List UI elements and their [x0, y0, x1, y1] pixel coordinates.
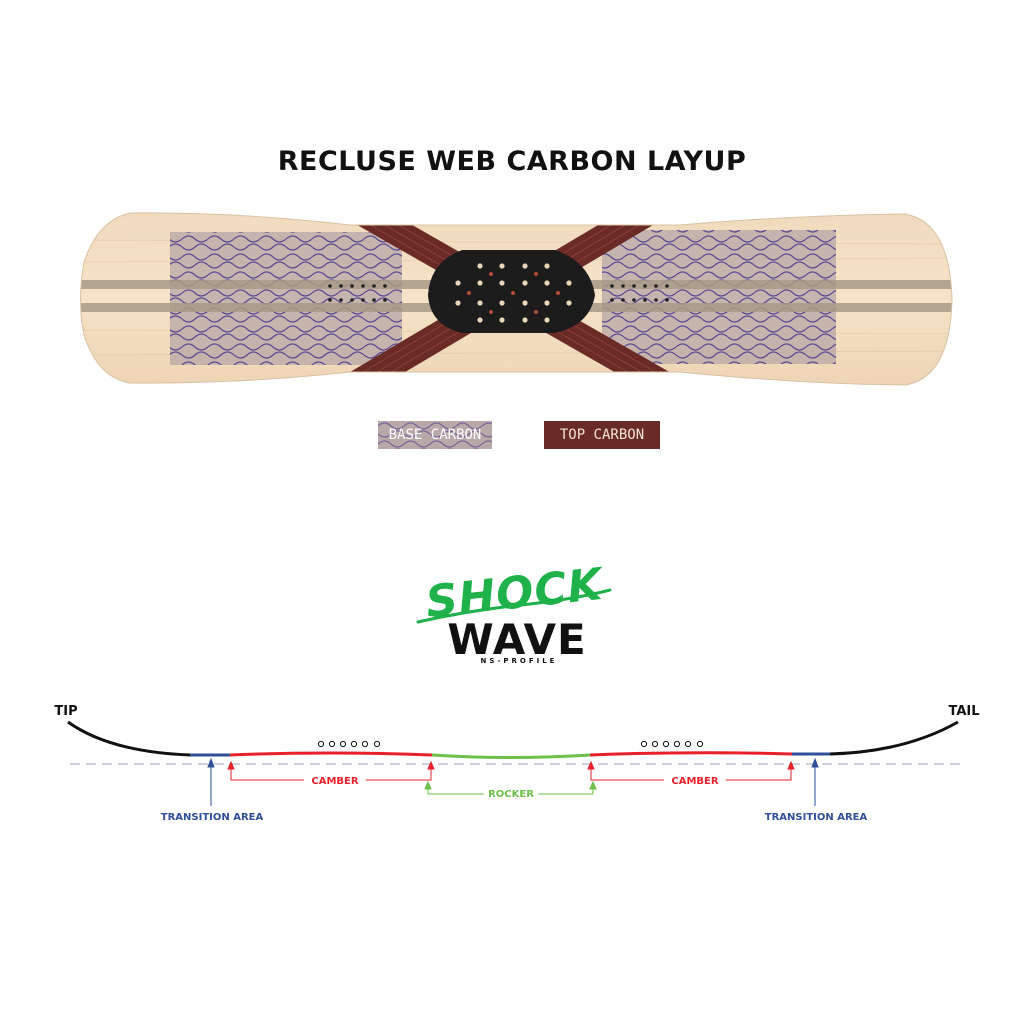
transition-pointer-right	[811, 757, 819, 806]
stance-circles-right	[640, 740, 704, 748]
diagram-title: RECLUSE WEB CARBON LAYUP	[277, 146, 747, 177]
transition-label-right: TRANSITION AREA	[765, 812, 868, 823]
stance-circles-left	[317, 740, 381, 748]
legend-top-carbon-label: TOP CARBON	[559, 427, 645, 443]
rocker-label: ROCKER	[488, 789, 534, 800]
camber-segment-right	[589, 751, 793, 757]
camber-bracket-right	[587, 760, 795, 781]
tip-curve	[67, 720, 191, 757]
rocker-segment	[431, 753, 591, 759]
tail-curve	[829, 720, 959, 756]
insert-holes-left	[328, 284, 387, 302]
tip-label: TIP	[54, 704, 77, 719]
board-outline	[80, 212, 953, 386]
tail-label: TAIL	[948, 704, 979, 719]
center-carbon-plate	[428, 250, 595, 333]
legend-base-carbon-label: BASE CARBON	[388, 427, 482, 443]
camber-bracket-left	[227, 760, 435, 781]
rocker-bracket	[424, 780, 597, 795]
transition-pointer-left	[207, 757, 215, 806]
camber-label-right: CAMBER	[671, 776, 718, 787]
camber-label-left: CAMBER	[311, 776, 358, 787]
legend-top-carbon: TOP CARBON	[544, 421, 660, 449]
transition-label-left: TRANSITION AREA	[161, 812, 264, 823]
camber-segment-left	[229, 751, 433, 757]
insert-holes-right	[610, 284, 669, 302]
legend-base-carbon: BASE CARBON	[378, 421, 492, 449]
